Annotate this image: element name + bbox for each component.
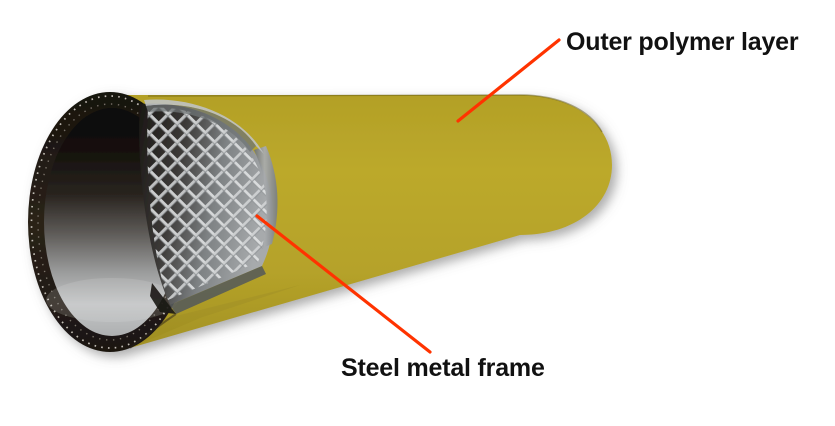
leader-line-outer-polymer [456,38,561,123]
mesh-bottom-notch [150,283,176,314]
steel-metal-frame-layer [139,99,278,314]
jacket-cut-outline-lower [129,313,177,349]
mesh-bottom-ledge [170,266,266,314]
outer-polymer-shade [120,285,300,348]
bore-sheen [46,278,178,322]
callout-label-steel-frame: Steel metal frame [341,354,545,382]
callout-leaders [255,38,561,354]
pipe-assembly [28,92,612,352]
mesh-top-ledge-shadow [146,104,256,152]
mesh-top-ledge [144,99,264,154]
mesh-cut-edge-band [254,146,278,248]
polymer-top-highlight [147,94,603,133]
callout-label-outer-polymer: Outer polymer layer [566,28,799,56]
leader-line-steel-frame [255,214,432,354]
